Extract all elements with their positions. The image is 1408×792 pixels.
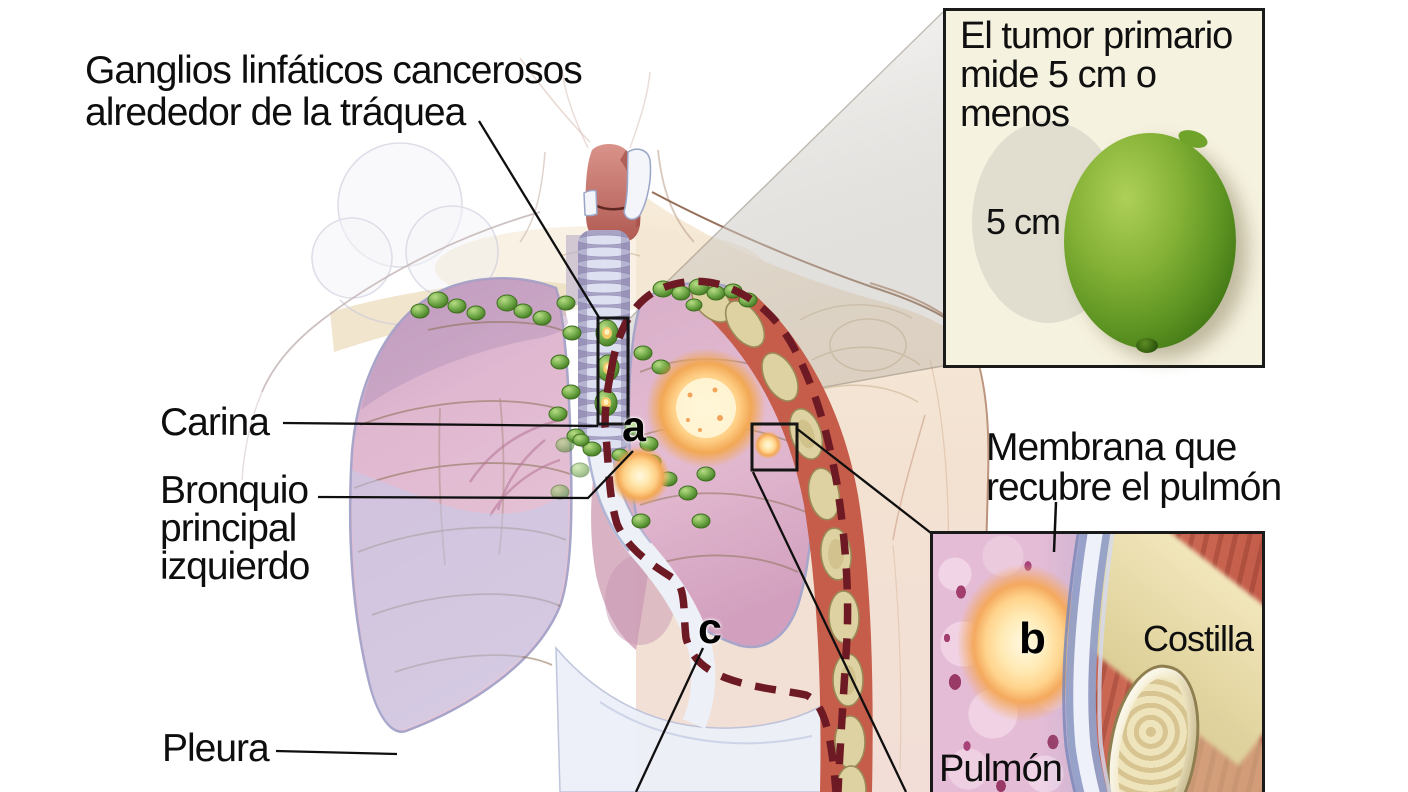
tumor-primary [646, 348, 766, 468]
label-carina: Carina [160, 401, 270, 444]
pleura-layer [351, 470, 569, 730]
label-membrana-line2: recubre el pulmón [986, 466, 1282, 509]
leader-lines [275, 120, 932, 792]
tumor-size-title-line1: El tumor primario [960, 15, 1233, 57]
label-costilla: Costilla [1143, 618, 1254, 659]
label-bronquio-line3: izquierdo [160, 545, 310, 588]
leader-inset-bottom [751, 471, 908, 792]
tumor-pleural [754, 431, 782, 459]
callout-rect-trachea [596, 316, 630, 426]
tumor-size-title-line3: menos [960, 93, 1070, 135]
label-ganglios: Ganglios linfáticos cancerosos alrededor… [85, 49, 583, 134]
hair-sketch [311, 142, 499, 326]
pleura-detail-inset: b Costilla Pulmón [930, 531, 1265, 792]
label-membrana: Membrana que recubre el pulmón [986, 426, 1282, 509]
leader-ganglios [478, 120, 601, 320]
marker-a: a [622, 403, 646, 451]
leader-marker-c [634, 647, 705, 792]
marker-b: b [1019, 614, 1046, 663]
label-membrana-line1: Membrana que [986, 426, 1237, 469]
tumor-size-title-line2: mide 5 cm o [960, 54, 1157, 96]
size-label: 5 cm [986, 201, 1061, 242]
label-bronquio: Bronquio principal izquierdo [160, 469, 310, 588]
lime-fruit-icon [1064, 133, 1236, 353]
label-pulmon: Pulmón [939, 748, 1063, 790]
label-ganglios-line2: alrededor de la tráquea [85, 91, 466, 134]
dashed-boundary [601, 277, 852, 792]
label-bronquio-line1: Bronquio [160, 469, 309, 512]
pleura-membrane [1062, 534, 1115, 792]
label-ganglios-line1: Ganglios linfáticos cancerosos [85, 49, 583, 92]
marker-c: c [698, 605, 722, 653]
lymph-nodes [410, 278, 758, 529]
right-lung [348, 277, 573, 733]
leader-bronquio [317, 450, 634, 500]
tumor-size-title: El tumor primario mide 5 cm o menos [960, 15, 1233, 135]
leader-carina [282, 421, 599, 428]
callout-rect-pleura [750, 422, 799, 472]
tumor-secondary [610, 446, 670, 506]
bronchial-tree [468, 418, 561, 517]
tumor-size-inset: El tumor primario mide 5 cm o menos 5 cm [943, 8, 1265, 368]
label-pleura: Pleura [162, 727, 270, 770]
label-bronquio-line2: principal [160, 507, 297, 550]
leader-inset-top [795, 427, 932, 534]
leader-pleura [275, 749, 398, 756]
